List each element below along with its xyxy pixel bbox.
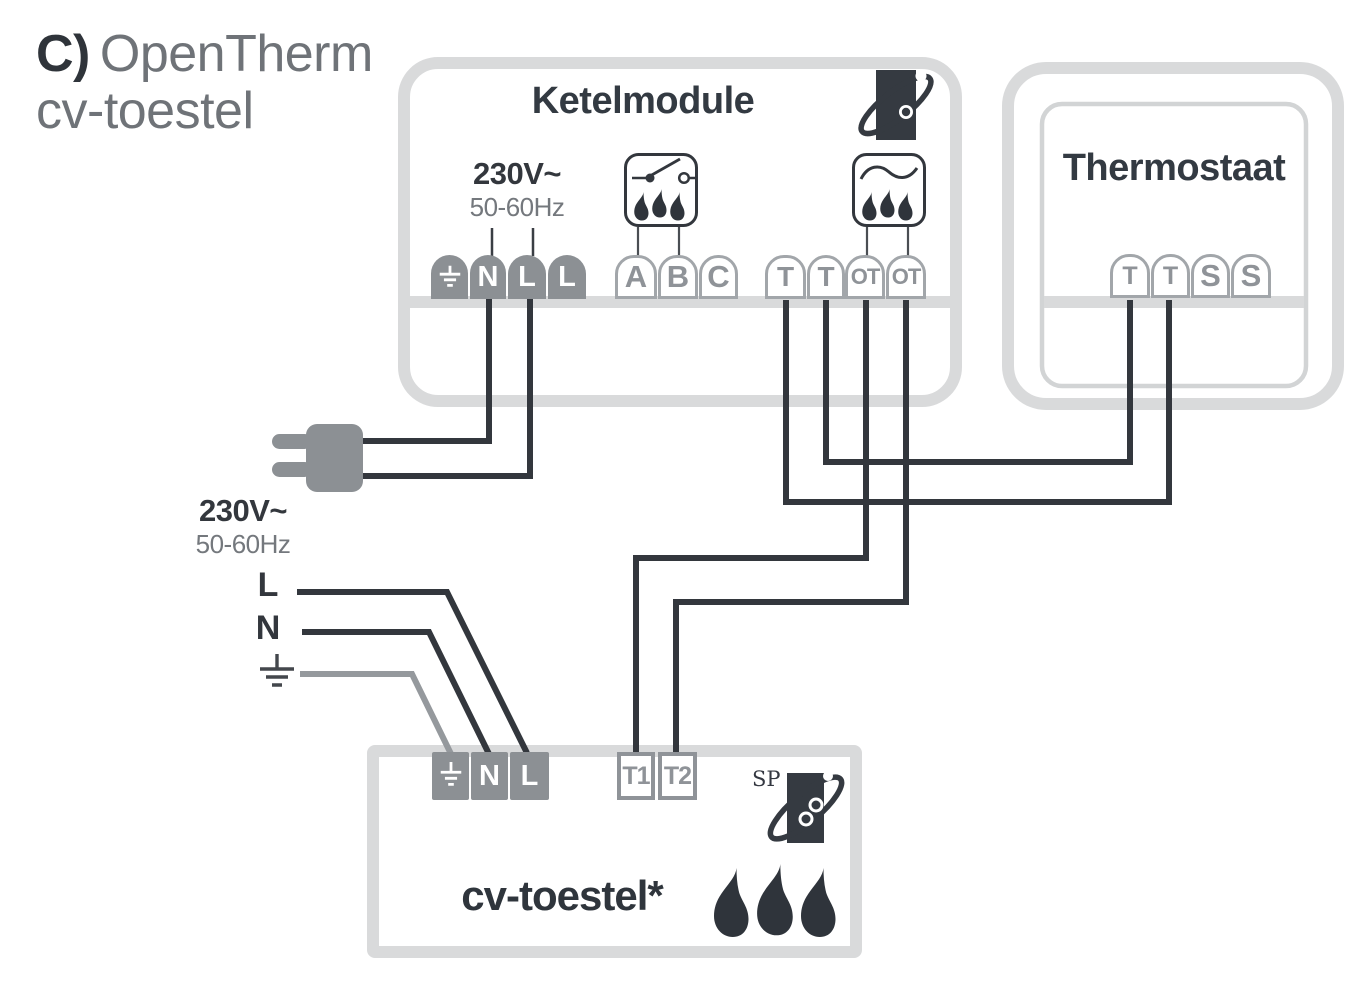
wire-mains-neutral	[302, 629, 492, 756]
relay-burner-icon	[624, 153, 698, 227]
ketel-terminal-c: C	[699, 255, 738, 299]
title-line2: cv-toestel	[36, 82, 254, 141]
wire-plug-neutral	[358, 297, 492, 444]
lead-230v	[490, 228, 535, 256]
mains-frequency-label: 50-60Hz	[195, 529, 291, 559]
opentherm-logo	[858, 70, 934, 140]
wires	[297, 297, 1172, 758]
earth-icon	[440, 762, 461, 786]
ketel-terminal-ot2: OT	[886, 255, 926, 299]
title-prefix: C)	[36, 25, 90, 83]
thermo-terminal-s2: S	[1231, 254, 1271, 298]
ketel-terminal-n: N	[470, 255, 506, 299]
cv-terminal-t1: T1	[617, 752, 655, 800]
page-title: C)OpenTherm cv-toestel	[36, 25, 373, 141]
cv-terminal-t2: T2	[658, 752, 697, 800]
ketelmodule-terminal-bar	[410, 296, 950, 308]
ketel-terminal-a: A	[615, 255, 657, 299]
cv-toestel-label: cv-toestel*	[461, 872, 663, 919]
ketel-terminal-l2: L	[548, 255, 586, 299]
wire-t1-thermostaat-t2	[783, 300, 1172, 505]
ketel-terminal-ot1: OT	[845, 255, 885, 299]
thin-leads	[490, 227, 910, 256]
ketelmodule-label: Ketelmodule	[531, 80, 755, 122]
lead-ot	[865, 227, 910, 256]
thermo-terminal-s1: S	[1191, 254, 1230, 298]
ketel-terminal-t1: T	[765, 255, 806, 299]
mains-neutral-label: N	[255, 609, 281, 647]
mains-earth-icon	[260, 654, 294, 687]
wire-ot2-cv-t2	[673, 300, 909, 757]
ketel-terminal-l1: L	[508, 255, 546, 299]
opentherm-burner-icon	[852, 153, 926, 227]
sp-label: SP	[752, 767, 781, 791]
thermostaat-box	[1002, 62, 1344, 410]
earth-icon	[439, 265, 460, 287]
ketel-terminal-earth	[431, 255, 468, 299]
cv-terminal-n: N	[471, 752, 508, 800]
cv-terminal-l: L	[510, 752, 549, 800]
lead-relay	[636, 227, 681, 256]
wire-mains-earth	[300, 671, 455, 758]
wire-t2-thermostaat-t1	[823, 300, 1133, 465]
cv-terminal-earth	[432, 752, 469, 800]
thermostaat-terminal-bar	[1044, 296, 1304, 308]
wire-ot1-cv-t1	[633, 300, 869, 757]
ketelmodule-frequency-label: 50-60Hz	[469, 192, 565, 222]
sp-opentherm-logo	[767, 771, 845, 843]
mains-plug-icon	[272, 424, 363, 492]
wire-plug-line	[358, 297, 533, 479]
title-name: OpenTherm	[99, 25, 373, 83]
ketel-terminal-b: B	[658, 255, 698, 299]
mains-line-label: L	[257, 566, 279, 604]
ketelmodule-voltage-label: 230V~	[472, 156, 562, 191]
wire-mains-line	[297, 589, 530, 755]
thermostaat-label: Thermostaat	[1062, 147, 1286, 189]
ketel-terminal-t2: T	[807, 255, 845, 299]
mains-voltage-label: 230V~	[198, 493, 288, 528]
thermo-terminal-t2: T	[1151, 254, 1190, 298]
thermo-terminal-t1: T	[1110, 254, 1150, 298]
